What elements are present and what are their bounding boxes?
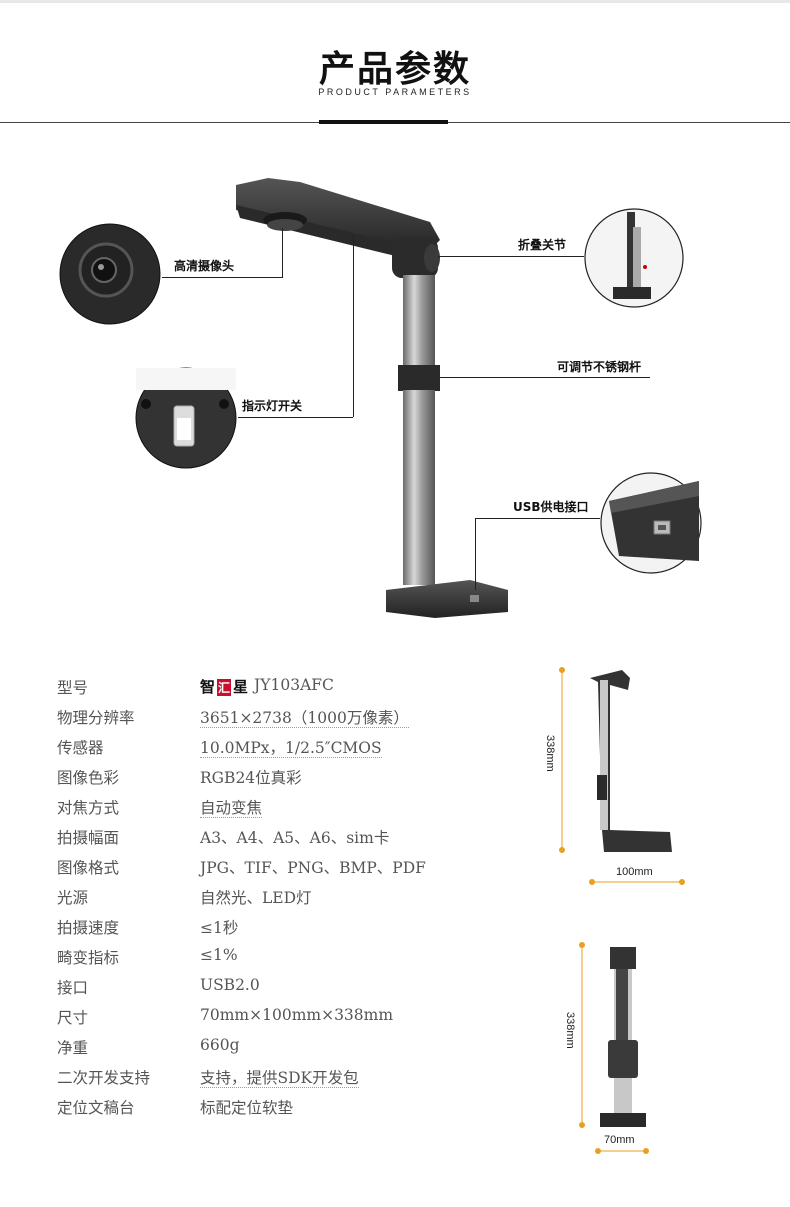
front-height-label: 338mm <box>564 1012 576 1049</box>
front-width-label: 70mm <box>604 1134 635 1146</box>
usb-callout-line <box>475 518 600 519</box>
spec-row: 畸变指标 ≤1% <box>57 946 477 976</box>
spec-label: 尺寸 <box>57 1009 89 1027</box>
page-subtitle: PRODUCT PARAMETERS <box>318 87 472 97</box>
front-view-drawing <box>579 942 649 1154</box>
spec-row: 对焦方式 自动变焦 <box>57 796 477 826</box>
spec-value: 标配定位软垫 <box>200 1099 294 1117</box>
spec-row: 尺寸 70mm×100mm×338mm <box>57 1006 477 1036</box>
header-rule-accent <box>319 120 448 124</box>
brand-logo: 智汇星 <box>200 678 249 696</box>
spec-row: 净重 660g <box>57 1036 477 1066</box>
spec-value: JPG、TIF、PNG、BMP、PDF <box>200 859 426 877</box>
product-illustration <box>236 178 508 618</box>
spec-value: 70mm×100mm×338mm <box>200 1006 394 1024</box>
spec-label: 畸变指标 <box>57 949 120 967</box>
spec-row: 拍摄速度 ≤1秒 <box>57 916 477 946</box>
switch-callout-circle <box>135 367 237 469</box>
spec-row: 接口 USB2.0 <box>57 976 477 1006</box>
usb-callout-label: USB供电接口 <box>513 500 589 514</box>
spec-row: 定位文稿台 标配定位软垫 <box>57 1096 477 1126</box>
spec-value: A3、A4、A5、A6、sim卡 <box>200 829 390 847</box>
spec-label: 定位文稿台 <box>57 1099 135 1117</box>
camera-callout-circle <box>59 223 161 325</box>
side-view-drawing <box>559 667 685 885</box>
spec-label: 拍摄速度 <box>57 919 120 937</box>
spec-value: USB2.0 <box>200 976 260 994</box>
spec-label: 型号 <box>57 679 89 697</box>
spec-row: 图像色彩 RGB24位真彩 <box>57 766 477 796</box>
spec-label: 光源 <box>57 889 89 907</box>
spec-row: 图像格式 JPG、TIF、PNG、BMP、PDF <box>57 856 477 886</box>
spec-value: 660g <box>200 1036 240 1054</box>
spec-value: 10.0MPx，1/2.5″CMOS <box>200 739 382 758</box>
spec-row: 光源 自然光、LED灯 <box>57 886 477 916</box>
fold-callout-circle <box>584 208 684 308</box>
spec-value: ≤1秒 <box>200 919 239 937</box>
spec-label: 传感器 <box>57 739 104 757</box>
spec-label: 图像格式 <box>57 859 120 877</box>
spec-label: 图像色彩 <box>57 769 120 787</box>
page-title: 产品参数 <box>318 49 471 90</box>
top-border <box>0 0 790 3</box>
spec-label: 对焦方式 <box>57 799 120 817</box>
switch-callout-label: 指示灯开关 <box>242 399 303 413</box>
spec-value: 自动变焦 <box>200 799 263 818</box>
spec-row: 拍摄幅面 A3、A4、A5、A6、sim卡 <box>57 826 477 856</box>
spec-label: 拍摄幅面 <box>57 829 120 847</box>
camera-callout-label: 高清摄像头 <box>174 259 235 273</box>
camera-callout-vline <box>282 228 283 278</box>
spec-row: 传感器 10.0MPx，1/2.5″CMOS <box>57 736 477 766</box>
spec-label: 二次开发支持 <box>57 1069 151 1087</box>
fold-callout-label: 折叠关节 <box>518 238 567 252</box>
spec-row: 二次开发支持 支持，提供SDK开发包 <box>57 1066 477 1096</box>
camera-head <box>236 178 440 262</box>
spec-value: 自然光、LED灯 <box>200 889 312 907</box>
fold-callout-line <box>438 256 584 257</box>
camera-callout-line <box>162 277 282 278</box>
spec-value: 3651×2738（1000万像素） <box>200 709 409 728</box>
rod-callout-line <box>440 377 650 378</box>
spec-value: 支持，提供SDK开发包 <box>200 1069 359 1088</box>
side-width-label: 100mm <box>616 866 653 878</box>
spec-label: 净重 <box>57 1039 89 1057</box>
usb-callout-circle <box>600 472 702 574</box>
spec-value: ≤1% <box>200 946 238 964</box>
spec-label: 物理分辨率 <box>57 709 135 727</box>
switch-callout-vline <box>353 235 354 417</box>
spec-label: 接口 <box>57 979 89 997</box>
spec-row: 物理分辨率 3651×2738（1000万像素） <box>57 706 477 736</box>
switch-callout-line <box>238 417 353 418</box>
side-height-label: 338mm <box>544 735 556 772</box>
usb-callout-vline <box>475 518 476 590</box>
spec-value: RGB24位真彩 <box>200 769 302 787</box>
rod-callout-label: 可调节不锈钢杆 <box>557 360 642 374</box>
